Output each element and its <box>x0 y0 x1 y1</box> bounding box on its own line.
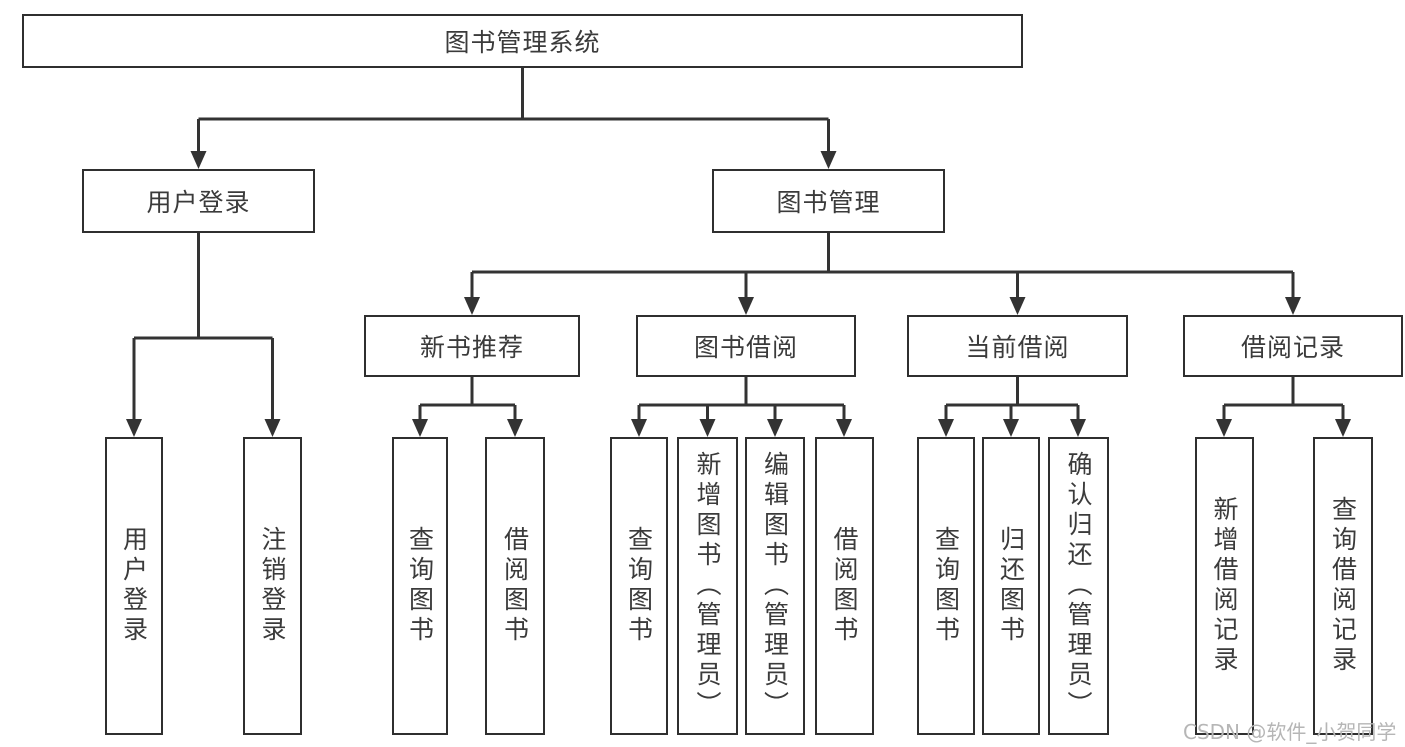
node-current-borrow: 当前借阅 <box>907 315 1128 377</box>
leaf-logout: 注销登录 <box>243 437 302 735</box>
node-book-management: 图书管理 <box>712 169 945 233</box>
node-new-book-recommend: 新书推荐 <box>364 315 580 377</box>
leaf-query-books-borrow: 查询图书 <box>610 437 668 735</box>
leaf-borrow-books: 借阅图书 <box>815 437 874 735</box>
node-root: 图书管理系统 <box>22 14 1023 68</box>
node-borrow-records: 借阅记录 <box>1183 315 1403 377</box>
leaf-borrow-books-recommend: 借阅图书 <box>485 437 545 735</box>
leaf-query-borrow-record: 查询借阅记录 <box>1313 437 1373 735</box>
leaf-confirm-return-admin: 确认归还（管理员） <box>1048 437 1109 735</box>
leaf-return-book: 归还图书 <box>982 437 1040 735</box>
arrowheads <box>126 151 1351 437</box>
node-book-borrow: 图书借阅 <box>636 315 856 377</box>
leaf-user-login: 用户登录 <box>105 437 163 735</box>
leaf-query-books-recommend: 查询图书 <box>392 437 448 735</box>
node-user-login: 用户登录 <box>82 169 315 233</box>
leaf-add-book-admin: 新增图书（管理员） <box>677 437 738 735</box>
leaf-add-borrow-record: 新增借阅记录 <box>1195 437 1254 735</box>
leaf-edit-book-admin: 编辑图书（管理员） <box>745 437 805 735</box>
leaf-query-books-current: 查询图书 <box>917 437 975 735</box>
watermark-text: CSDN @软件_小贺同学 <box>1183 720 1397 744</box>
